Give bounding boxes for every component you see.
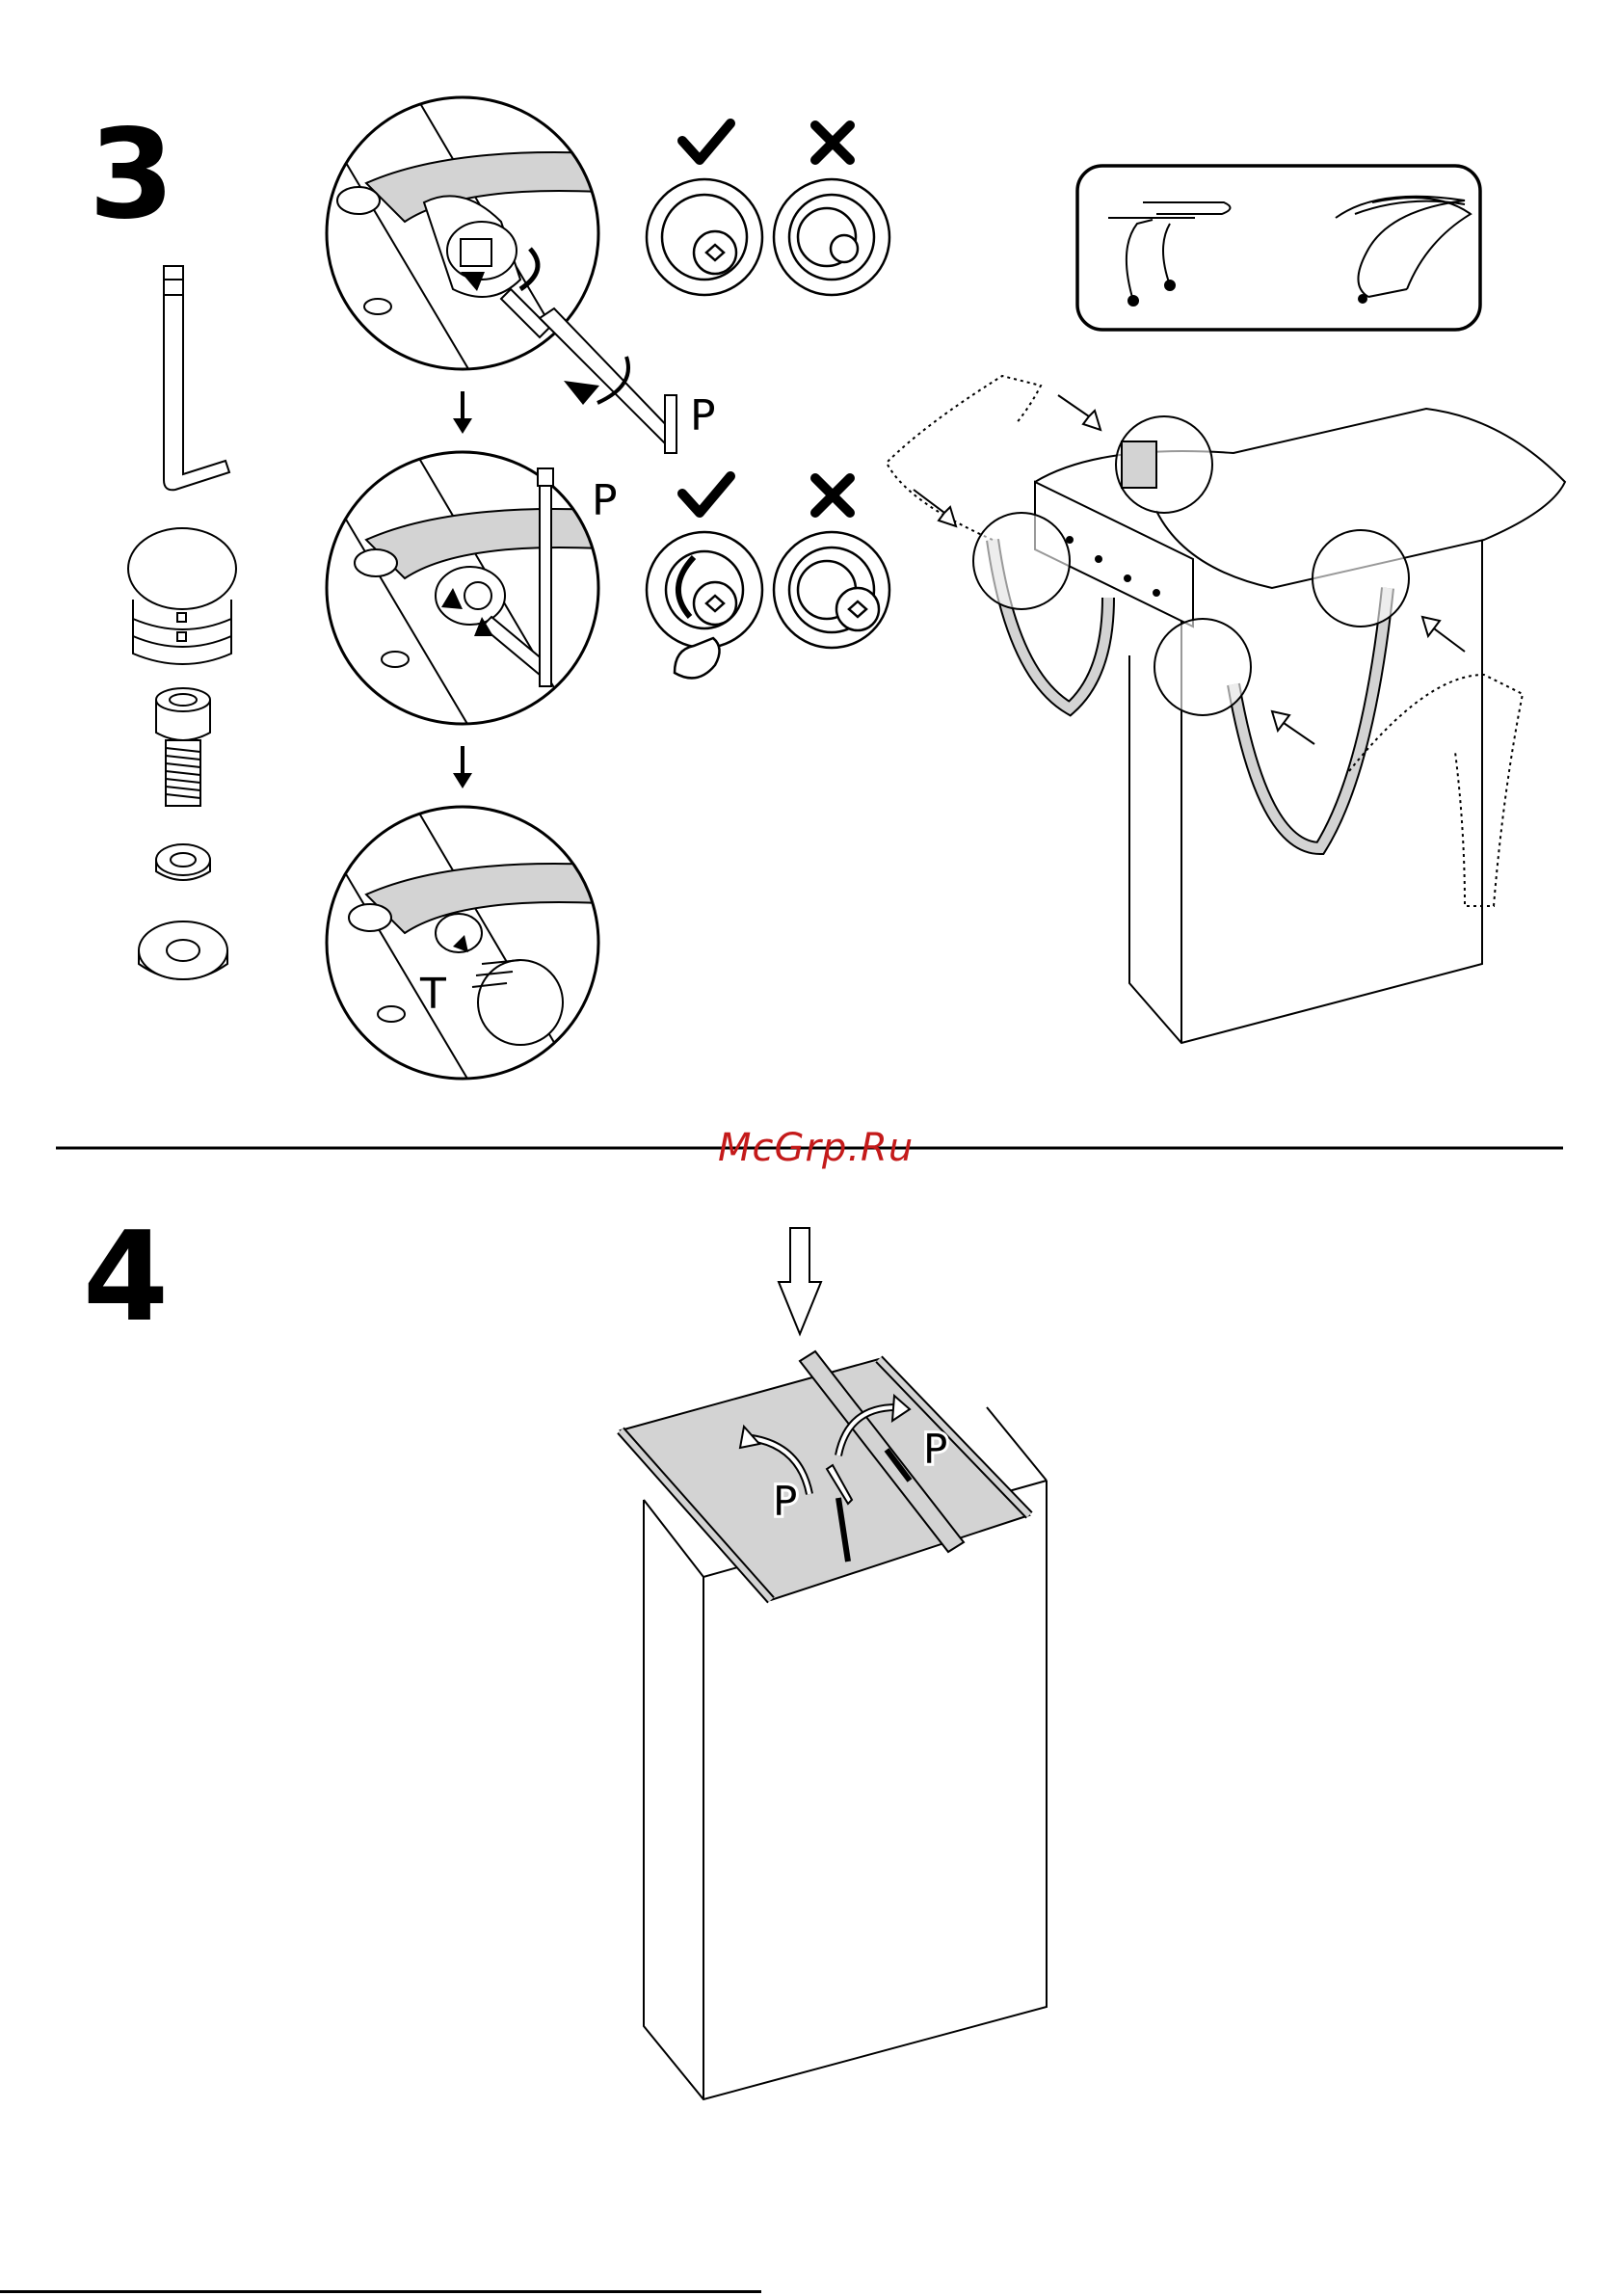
correct-position-detail	[647, 179, 762, 295]
pull-label-right: P	[923, 1426, 947, 1473]
check-icon	[682, 476, 730, 513]
detail-loosen-bolt	[318, 77, 676, 453]
spring-washer	[156, 844, 210, 880]
pull-label-top: P	[690, 391, 716, 441]
tighten-label: T	[419, 970, 446, 1019]
orientation-reference-box	[1077, 166, 1480, 330]
cross-icon	[815, 478, 850, 513]
check-icon	[682, 123, 730, 160]
incorrect-position-detail	[774, 532, 889, 648]
detail-tighten-bolt	[318, 434, 617, 781]
allen-key	[164, 266, 229, 490]
arrow-down-icon	[453, 746, 472, 788]
step-4-assembly	[621, 1228, 1047, 2099]
headboard-assembly	[887, 376, 1565, 1043]
flat-washer	[139, 921, 227, 979]
end-cap	[128, 528, 236, 664]
incorrect-position-detail	[774, 179, 889, 295]
arrow-down-icon	[453, 391, 472, 434]
detail-insert-cap	[318, 788, 617, 1135]
bolt	[156, 688, 210, 806]
pull-label-left: P	[773, 1478, 797, 1525]
cross-icon	[815, 125, 850, 160]
watermark: McGrp.Ru	[718, 1126, 914, 1170]
arrow-down-icon	[779, 1228, 821, 1334]
correct-position-detail	[647, 532, 762, 678]
footer-rule	[0, 2290, 761, 2293]
parts-list	[128, 266, 236, 979]
pull-label-middle: P	[592, 476, 618, 525]
